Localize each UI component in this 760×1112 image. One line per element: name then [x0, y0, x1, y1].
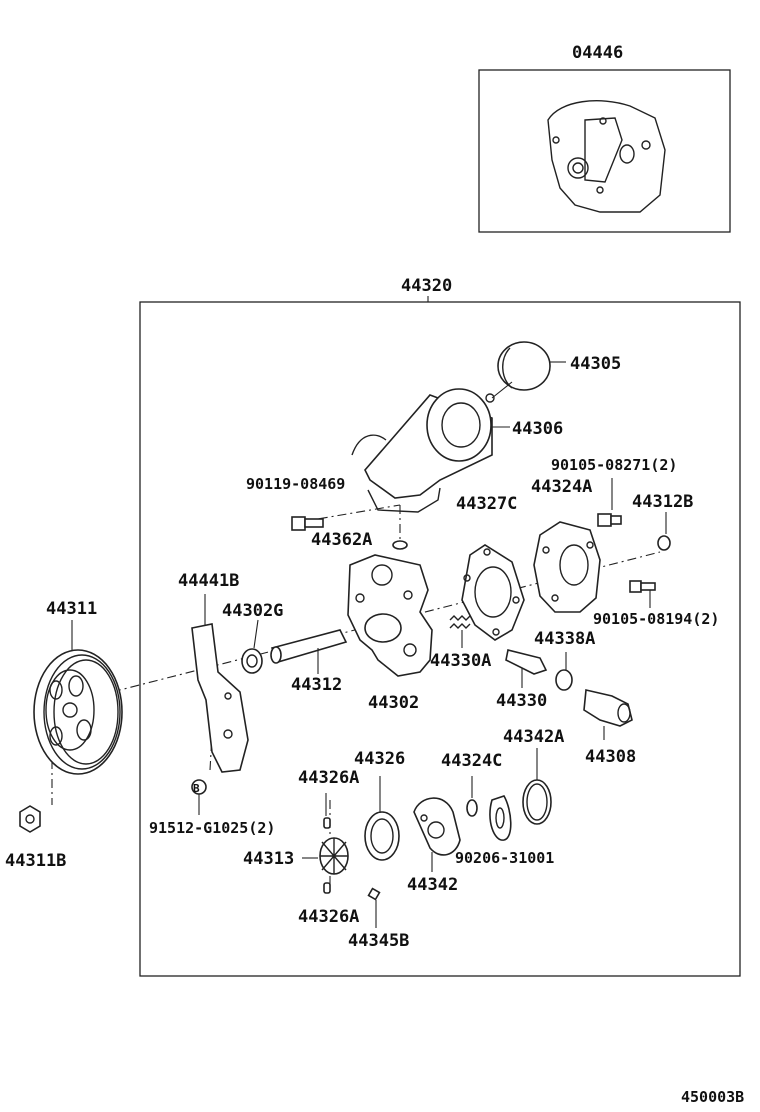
label-reservoir: 44306 [512, 419, 563, 439]
label-seal-g: 44302G [222, 601, 283, 621]
label-bracket: 44441B [178, 571, 239, 591]
plate-44324a [533, 521, 601, 613]
label-cam-ring: 44342 [407, 875, 458, 895]
gasket-44327c [461, 544, 525, 641]
label-plug-b: 44312B [632, 492, 693, 512]
bolt-90105-08271 [597, 478, 622, 527]
label-reservoir-cap: 44305 [570, 354, 621, 374]
label-bolt-b-ref: 91512-G1025(2) [149, 819, 275, 837]
label-pulley: 44311 [46, 599, 97, 619]
pin-lower [323, 882, 331, 894]
label-bolt-a: 90105-08271(2) [551, 456, 677, 474]
union-bolt [291, 516, 324, 531]
label-rotor: 44313 [243, 849, 294, 869]
label-oring-38a: 44338A [534, 629, 595, 649]
o-ring-44338a [555, 652, 573, 691]
cam-ring-44342 [413, 797, 461, 872]
label-plate-a: 44324A [531, 477, 592, 497]
reservoir-cap [485, 341, 566, 403]
label-union: 44308 [585, 747, 636, 767]
label-gasket-c: 44327C [456, 494, 517, 514]
label-pin-upper: 44326A [298, 768, 359, 788]
o-ring-44342a [522, 748, 552, 825]
plug-44312b [657, 512, 671, 551]
o-ring-44362a [392, 540, 408, 550]
snap-ring-90206-31001 [489, 795, 512, 841]
pin-upper [323, 817, 331, 829]
washer-44324c [466, 776, 478, 817]
label-shaft: 44312 [291, 675, 342, 695]
pump-housing [347, 554, 433, 677]
valve-44330 [505, 649, 548, 688]
bolt-b-marker-label: B [193, 782, 200, 795]
label-valve: 44330 [496, 691, 547, 711]
bolt-b-marker: B [191, 779, 207, 815]
bolt-90105-08194 [629, 580, 656, 608]
label-spring-a: 44330A [430, 651, 491, 671]
reservoir [351, 388, 510, 513]
label-pin-lower: 44326A [298, 907, 359, 927]
pump-assembly-box [139, 296, 741, 977]
gasket-kit-box [478, 69, 731, 233]
union-bolt-centerline [299, 504, 401, 523]
label-nut: 44311B [5, 851, 66, 871]
diagram-code: 450003B [681, 1088, 744, 1106]
label-oring-a: 44362A [311, 530, 372, 550]
seal-44302g [241, 619, 263, 674]
shaft-44312 [270, 629, 348, 674]
bracket-44441b [191, 594, 249, 773]
label-vane: 44345B [348, 931, 409, 951]
vane-44345b [367, 887, 381, 928]
union-44308 [583, 689, 633, 740]
label-assembly: 44320 [401, 276, 452, 296]
spring-44330a [449, 615, 471, 648]
label-housing: 44302 [368, 693, 419, 713]
label-washer-c: 44324C [441, 751, 502, 771]
label-snap-ring: 90206-31001 [455, 849, 554, 867]
label-union-bolt: 90119-08469 [246, 475, 345, 493]
label-kit: 04446 [572, 43, 623, 63]
plate-44326 [364, 776, 400, 861]
rotor-44313 [302, 837, 349, 875]
pulley-44311 [33, 620, 123, 775]
label-bolt-b: 90105-08194(2) [593, 610, 719, 628]
nut-44311b [19, 805, 41, 833]
label-oring-42a: 44342A [503, 727, 564, 747]
label-plate-26: 44326 [354, 749, 405, 769]
